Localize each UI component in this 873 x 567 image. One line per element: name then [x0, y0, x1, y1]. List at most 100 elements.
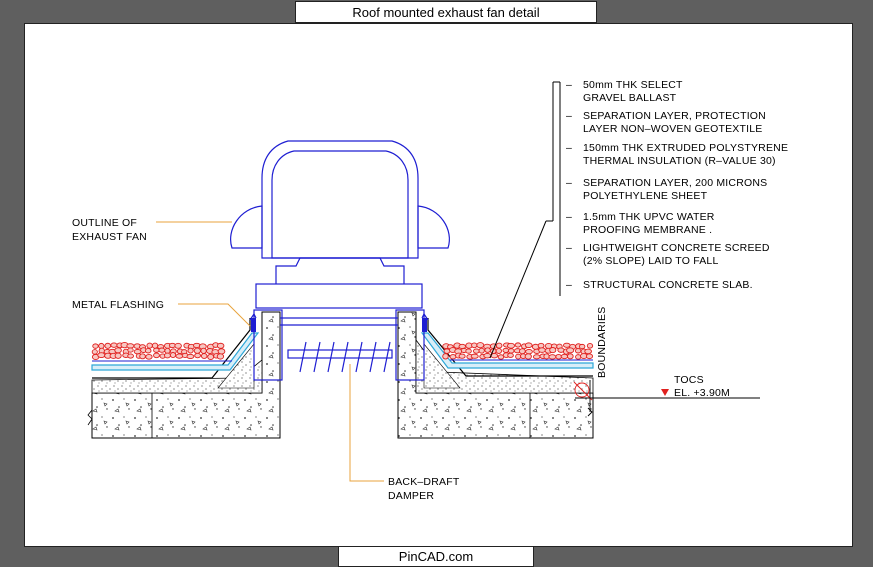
gravel-pebble: [193, 347, 201, 354]
gravel-pebble: [104, 342, 112, 349]
label-boundaries: BOUNDARIES: [596, 307, 608, 378]
level-arrow-icon: [661, 389, 669, 396]
gravel-pebble: [518, 348, 526, 355]
gravel-pebble: [507, 348, 515, 354]
gravel-pebble: [151, 342, 159, 349]
metal-flashing: [251, 318, 427, 332]
layer-text-line: STRUCTURAL CONCRETE SLAB.: [583, 279, 753, 291]
gravel-pebble: [584, 348, 592, 355]
level-marker: [573, 380, 760, 417]
gravel-pebble: [164, 347, 171, 354]
gravel-pebble: [524, 353, 532, 360]
layer-text-line: 150mm THK EXTRUDED POLYSTYRENE: [583, 142, 788, 154]
gravel-pebble: [97, 352, 106, 359]
layer-marker: –: [566, 110, 572, 122]
gravel-pebble: [153, 347, 160, 353]
gravel-pebble: [543, 353, 550, 360]
gravel-pebble: [110, 342, 118, 348]
gravel-pebble: [144, 347, 152, 354]
layer-text-line: SEPARATION LAYER, PROTECTION: [583, 110, 766, 122]
gravel-pebble: [471, 342, 478, 349]
layer-item: –LIGHTWEIGHT CONCRETE SCREED(2% SLOPE) L…: [566, 242, 770, 267]
gravel-pebble: [484, 347, 491, 353]
gravel-pebble: [126, 343, 135, 349]
gravel-pebble: [532, 354, 541, 360]
gravel-pebble: [555, 353, 562, 360]
gravel-pebble: [563, 342, 571, 348]
labels: OUTLINE OF EXHAUST FAN METAL FLASHING BA…: [72, 217, 730, 502]
gravel-pebble: [549, 347, 557, 354]
gravel-pebble: [187, 347, 194, 354]
gravel-pebble: [186, 353, 195, 360]
gravel-pebble: [442, 353, 449, 360]
layer-text-line: SEPARATION LAYER, 200 MICRONS: [583, 177, 767, 189]
gravel-pebble: [585, 353, 594, 360]
label-damper-2: DAMPER: [388, 490, 434, 502]
gravel-pebble: [114, 352, 122, 359]
gravel-pebble: [507, 342, 515, 349]
gravel-pebble: [507, 352, 514, 358]
gravel-pebble: [133, 349, 142, 355]
gravel-pebble: [514, 342, 522, 348]
gravel-pebble: [216, 353, 225, 360]
back-draft-damper: [287, 341, 393, 373]
thermal-insulation: [91, 332, 594, 371]
gravel-pebble: [217, 348, 226, 355]
footer-watermark: PinCAD.com: [338, 546, 534, 567]
screed-layer: [91, 338, 594, 394]
gravel-pebble: [525, 348, 533, 355]
gravel-pebble: [169, 352, 177, 359]
gravel-pebble: [164, 352, 171, 359]
gravel-pebble: [566, 347, 575, 354]
gravel-pebble: [537, 342, 545, 349]
gravel-pebble: [560, 353, 569, 360]
gravel-pebble: [153, 352, 160, 359]
gravel-pebble: [578, 343, 586, 350]
gravel-pebble: [465, 348, 472, 354]
gravel-pebble: [458, 353, 466, 359]
gravel-pebble: [586, 343, 594, 349]
leader-lines: [156, 221, 384, 482]
gravel-pebble: [502, 347, 510, 353]
gravel-pebble: [92, 343, 99, 349]
drawing-canvas: [24, 23, 853, 547]
gravel-pebble: [175, 353, 184, 359]
gravel-pebble: [114, 347, 122, 354]
gravel-pebble: [145, 354, 153, 360]
gravel-pebble: [158, 347, 166, 353]
gravel-pebble: [548, 354, 557, 360]
layer-callout-bracket: [489, 81, 561, 359]
gravel-pebble: [567, 353, 574, 360]
gravel-pebble: [174, 342, 182, 349]
gravel-pebble: [524, 342, 533, 349]
layer-text-line: PROOFING MEMBRANE .: [583, 224, 712, 236]
gravel-pebble: [127, 353, 134, 359]
layer-text-line: LAYER NON–WOVEN GEOTEXTILE: [583, 123, 762, 135]
gravel-pebble: [470, 353, 479, 359]
layer-text-line: POLYETHYLENE SHEET: [583, 190, 708, 202]
label-fan-outline-2: EXHAUST FAN: [72, 231, 147, 243]
layer-marker: –: [566, 177, 572, 189]
layer-text-line: 1.5mm THK UPVC WATER: [583, 211, 715, 223]
layer-item: –SEPARATION LAYER, 200 MICRONSPOLYETHYLE…: [566, 177, 767, 202]
gravel-pebble: [207, 353, 215, 361]
layer-marker: –: [566, 242, 572, 254]
gravel-pebble: [127, 347, 134, 353]
exhaust-fan-outline: [230, 140, 450, 309]
gravel-pebble: [515, 353, 522, 360]
label-damper-1: BACK–DRAFT: [388, 476, 460, 488]
layer-marker: –: [566, 79, 572, 91]
gravel-pebble: [476, 342, 485, 349]
label-tocs: TOCS: [674, 374, 704, 386]
layer-marker: –: [566, 279, 572, 291]
gravel-pebble: [146, 342, 153, 349]
gravel-pebble: [495, 342, 503, 349]
gravel-pebble: [139, 353, 146, 360]
layer-item: –STRUCTURAL CONCRETE SLAB.: [566, 279, 753, 291]
